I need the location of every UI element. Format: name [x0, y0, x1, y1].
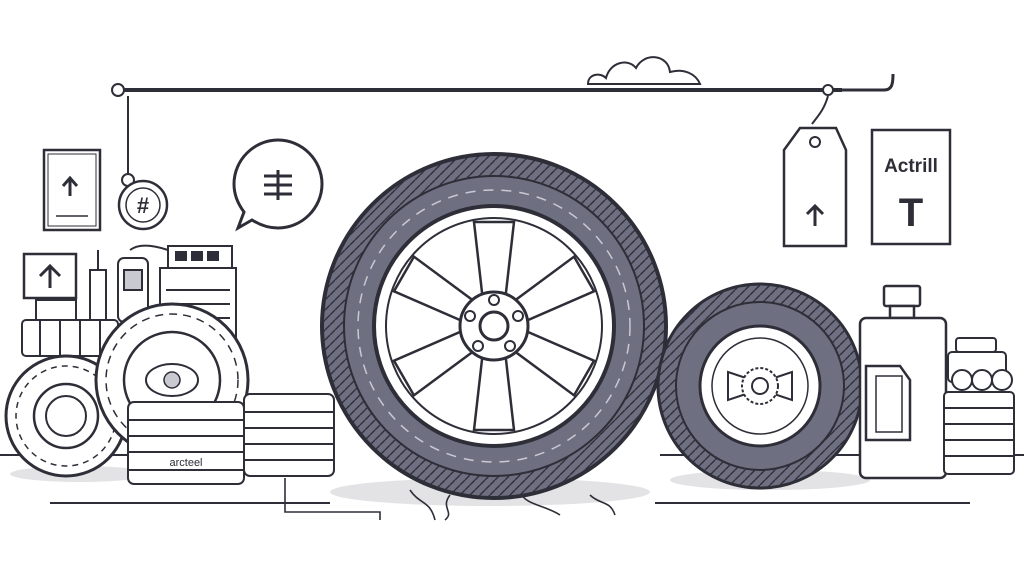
small-wall-sign — [22, 252, 78, 300]
up-arrow-icon — [38, 263, 62, 288]
up-arrow-icon — [805, 203, 825, 226]
right-wall-sign: Actrill T — [870, 128, 952, 246]
hang-tag — [782, 95, 848, 248]
hanging-badge: # — [117, 96, 169, 231]
up-arrow-icon — [61, 175, 79, 196]
badge-glyph: # — [137, 193, 149, 218]
oil-bottle — [858, 284, 948, 480]
left-wall-sign — [42, 148, 102, 232]
tire-stack-left: arcteel — [127, 401, 245, 485]
cloud-icon — [586, 56, 702, 85]
can-stack — [943, 337, 1015, 475]
currency-symbol-icon — [264, 170, 292, 200]
main-tire — [320, 152, 668, 500]
right-sign-glyph: T — [899, 191, 923, 235]
hanging-rail — [111, 73, 895, 97]
right-tire — [656, 282, 864, 490]
lug-nuts — [464, 294, 524, 352]
speech-bubble — [232, 138, 324, 232]
tire-stack-right — [243, 393, 335, 477]
right-sign-title: Actrill — [884, 156, 938, 177]
tire-stack-label: arcteel — [169, 457, 202, 469]
